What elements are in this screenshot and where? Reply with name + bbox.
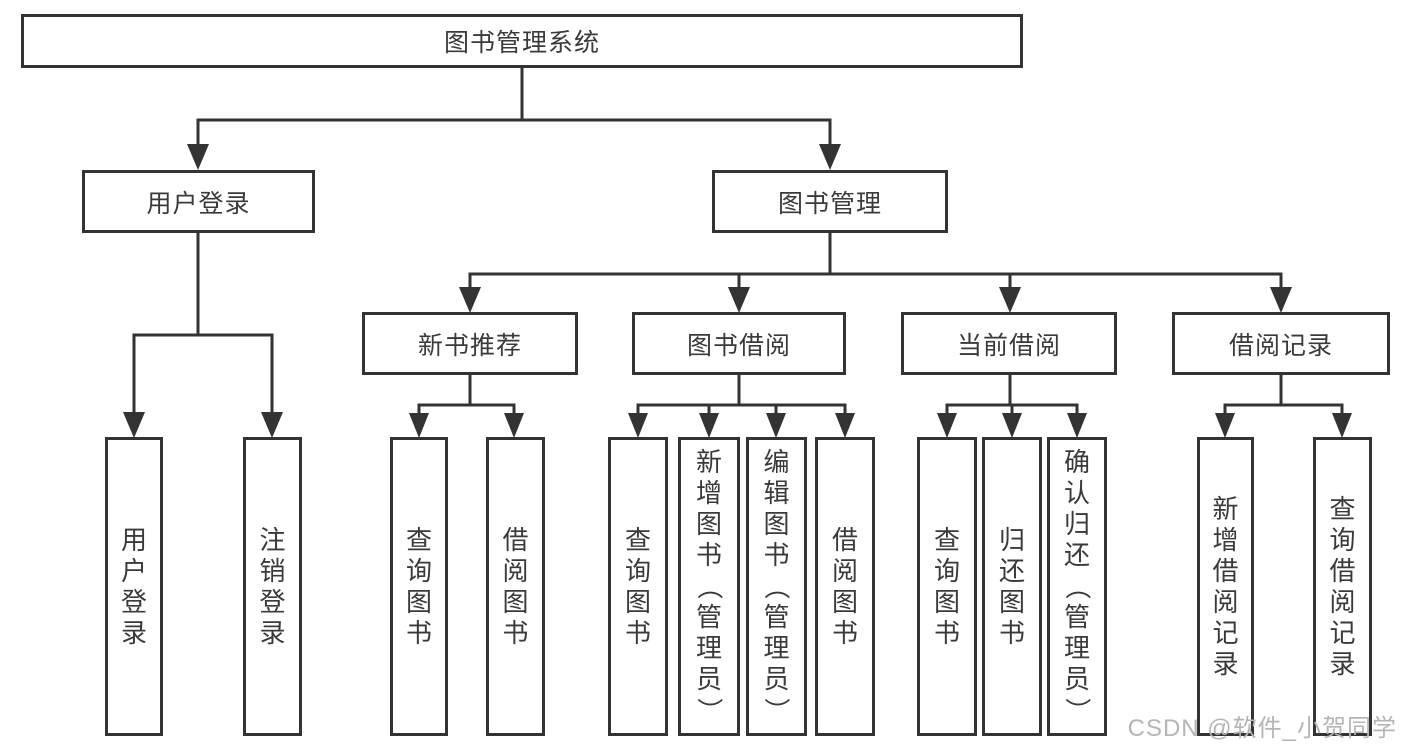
leaf-label: 新增借阅记录 bbox=[1212, 493, 1239, 679]
node-new-book-recommendation: 新书推荐 bbox=[362, 312, 578, 375]
arrow-down-icon bbox=[1215, 413, 1235, 438]
node-book-borrowing: 图书借阅 bbox=[632, 312, 846, 375]
leaf-label: 编辑图书（管理员） bbox=[761, 447, 792, 724]
leaf-borrow-books: 借阅图书 bbox=[815, 437, 875, 736]
arrow-down-icon bbox=[1067, 413, 1087, 438]
arrow-down-icon bbox=[409, 413, 429, 438]
leaf-borrow-books: 借阅图书 bbox=[486, 437, 545, 736]
arrow-down-icon bbox=[835, 413, 855, 438]
connectors-level3 bbox=[409, 375, 1352, 438]
connectors-level1 bbox=[187, 68, 841, 170]
arrow-down-icon bbox=[819, 144, 841, 170]
arrow-down-icon bbox=[999, 287, 1021, 313]
leaf-label: 查询图书 bbox=[624, 524, 651, 648]
leaf-label: 注销登录 bbox=[259, 524, 286, 648]
arrow-down-icon bbox=[937, 413, 957, 438]
node-library-management-system: 图书管理系统 bbox=[21, 14, 1023, 68]
node-borrowing-records: 借阅记录 bbox=[1172, 312, 1390, 375]
leaf-user-login: 用户登录 bbox=[105, 437, 163, 736]
leaf-label: 借阅图书 bbox=[831, 524, 858, 648]
watermark: CSDN @软件_小贺同学 bbox=[1127, 715, 1397, 742]
leaf-label: 用户登录 bbox=[120, 524, 147, 648]
arrow-down-icon bbox=[504, 413, 524, 438]
leaf-confirm-return-admin: 确认归还（管理员） bbox=[1047, 437, 1107, 736]
leaf-label: 查询图书 bbox=[405, 524, 432, 648]
leaf-label: 查询图书 bbox=[933, 524, 960, 648]
node-current-borrowing: 当前借阅 bbox=[901, 312, 1117, 375]
leaf-add-books-admin: 新增图书（管理员） bbox=[678, 437, 740, 736]
leaf-search-books: 查询图书 bbox=[390, 437, 448, 736]
leaf-search-books: 查询图书 bbox=[608, 437, 668, 736]
leaf-label: 确认归还（管理员） bbox=[1062, 447, 1093, 724]
leaf-search-borrow-record: 查询借阅记录 bbox=[1313, 437, 1372, 736]
arrow-down-icon bbox=[766, 413, 786, 438]
arrow-down-icon bbox=[728, 287, 750, 313]
leaf-label: 查询借阅记录 bbox=[1329, 493, 1356, 679]
arrow-down-icon bbox=[261, 412, 283, 438]
leaf-edit-books-admin: 编辑图书（管理员） bbox=[746, 437, 807, 736]
arrow-down-icon bbox=[459, 287, 481, 313]
arrow-down-icon bbox=[1270, 287, 1292, 313]
arrow-down-icon bbox=[1332, 413, 1352, 438]
leaf-return-books: 归还图书 bbox=[982, 437, 1042, 736]
node-book-management: 图书管理 bbox=[712, 170, 948, 233]
connectors-user-login bbox=[123, 233, 283, 438]
node-user-login: 用户登录 bbox=[82, 170, 315, 233]
connectors-level2 bbox=[459, 233, 1292, 313]
arrow-down-icon bbox=[699, 413, 719, 438]
arrow-down-icon bbox=[187, 144, 209, 170]
arrow-down-icon bbox=[1002, 413, 1022, 438]
leaf-search-books: 查询图书 bbox=[917, 437, 977, 736]
leaf-label: 归还图书 bbox=[998, 524, 1025, 648]
leaf-label: 借阅图书 bbox=[502, 524, 529, 648]
arrow-down-icon bbox=[628, 413, 648, 438]
leaf-add-borrow-record: 新增借阅记录 bbox=[1197, 437, 1254, 736]
leaf-label: 新增图书（管理员） bbox=[694, 447, 725, 724]
arrow-down-icon bbox=[123, 412, 145, 438]
leaf-logout: 注销登录 bbox=[243, 437, 302, 736]
